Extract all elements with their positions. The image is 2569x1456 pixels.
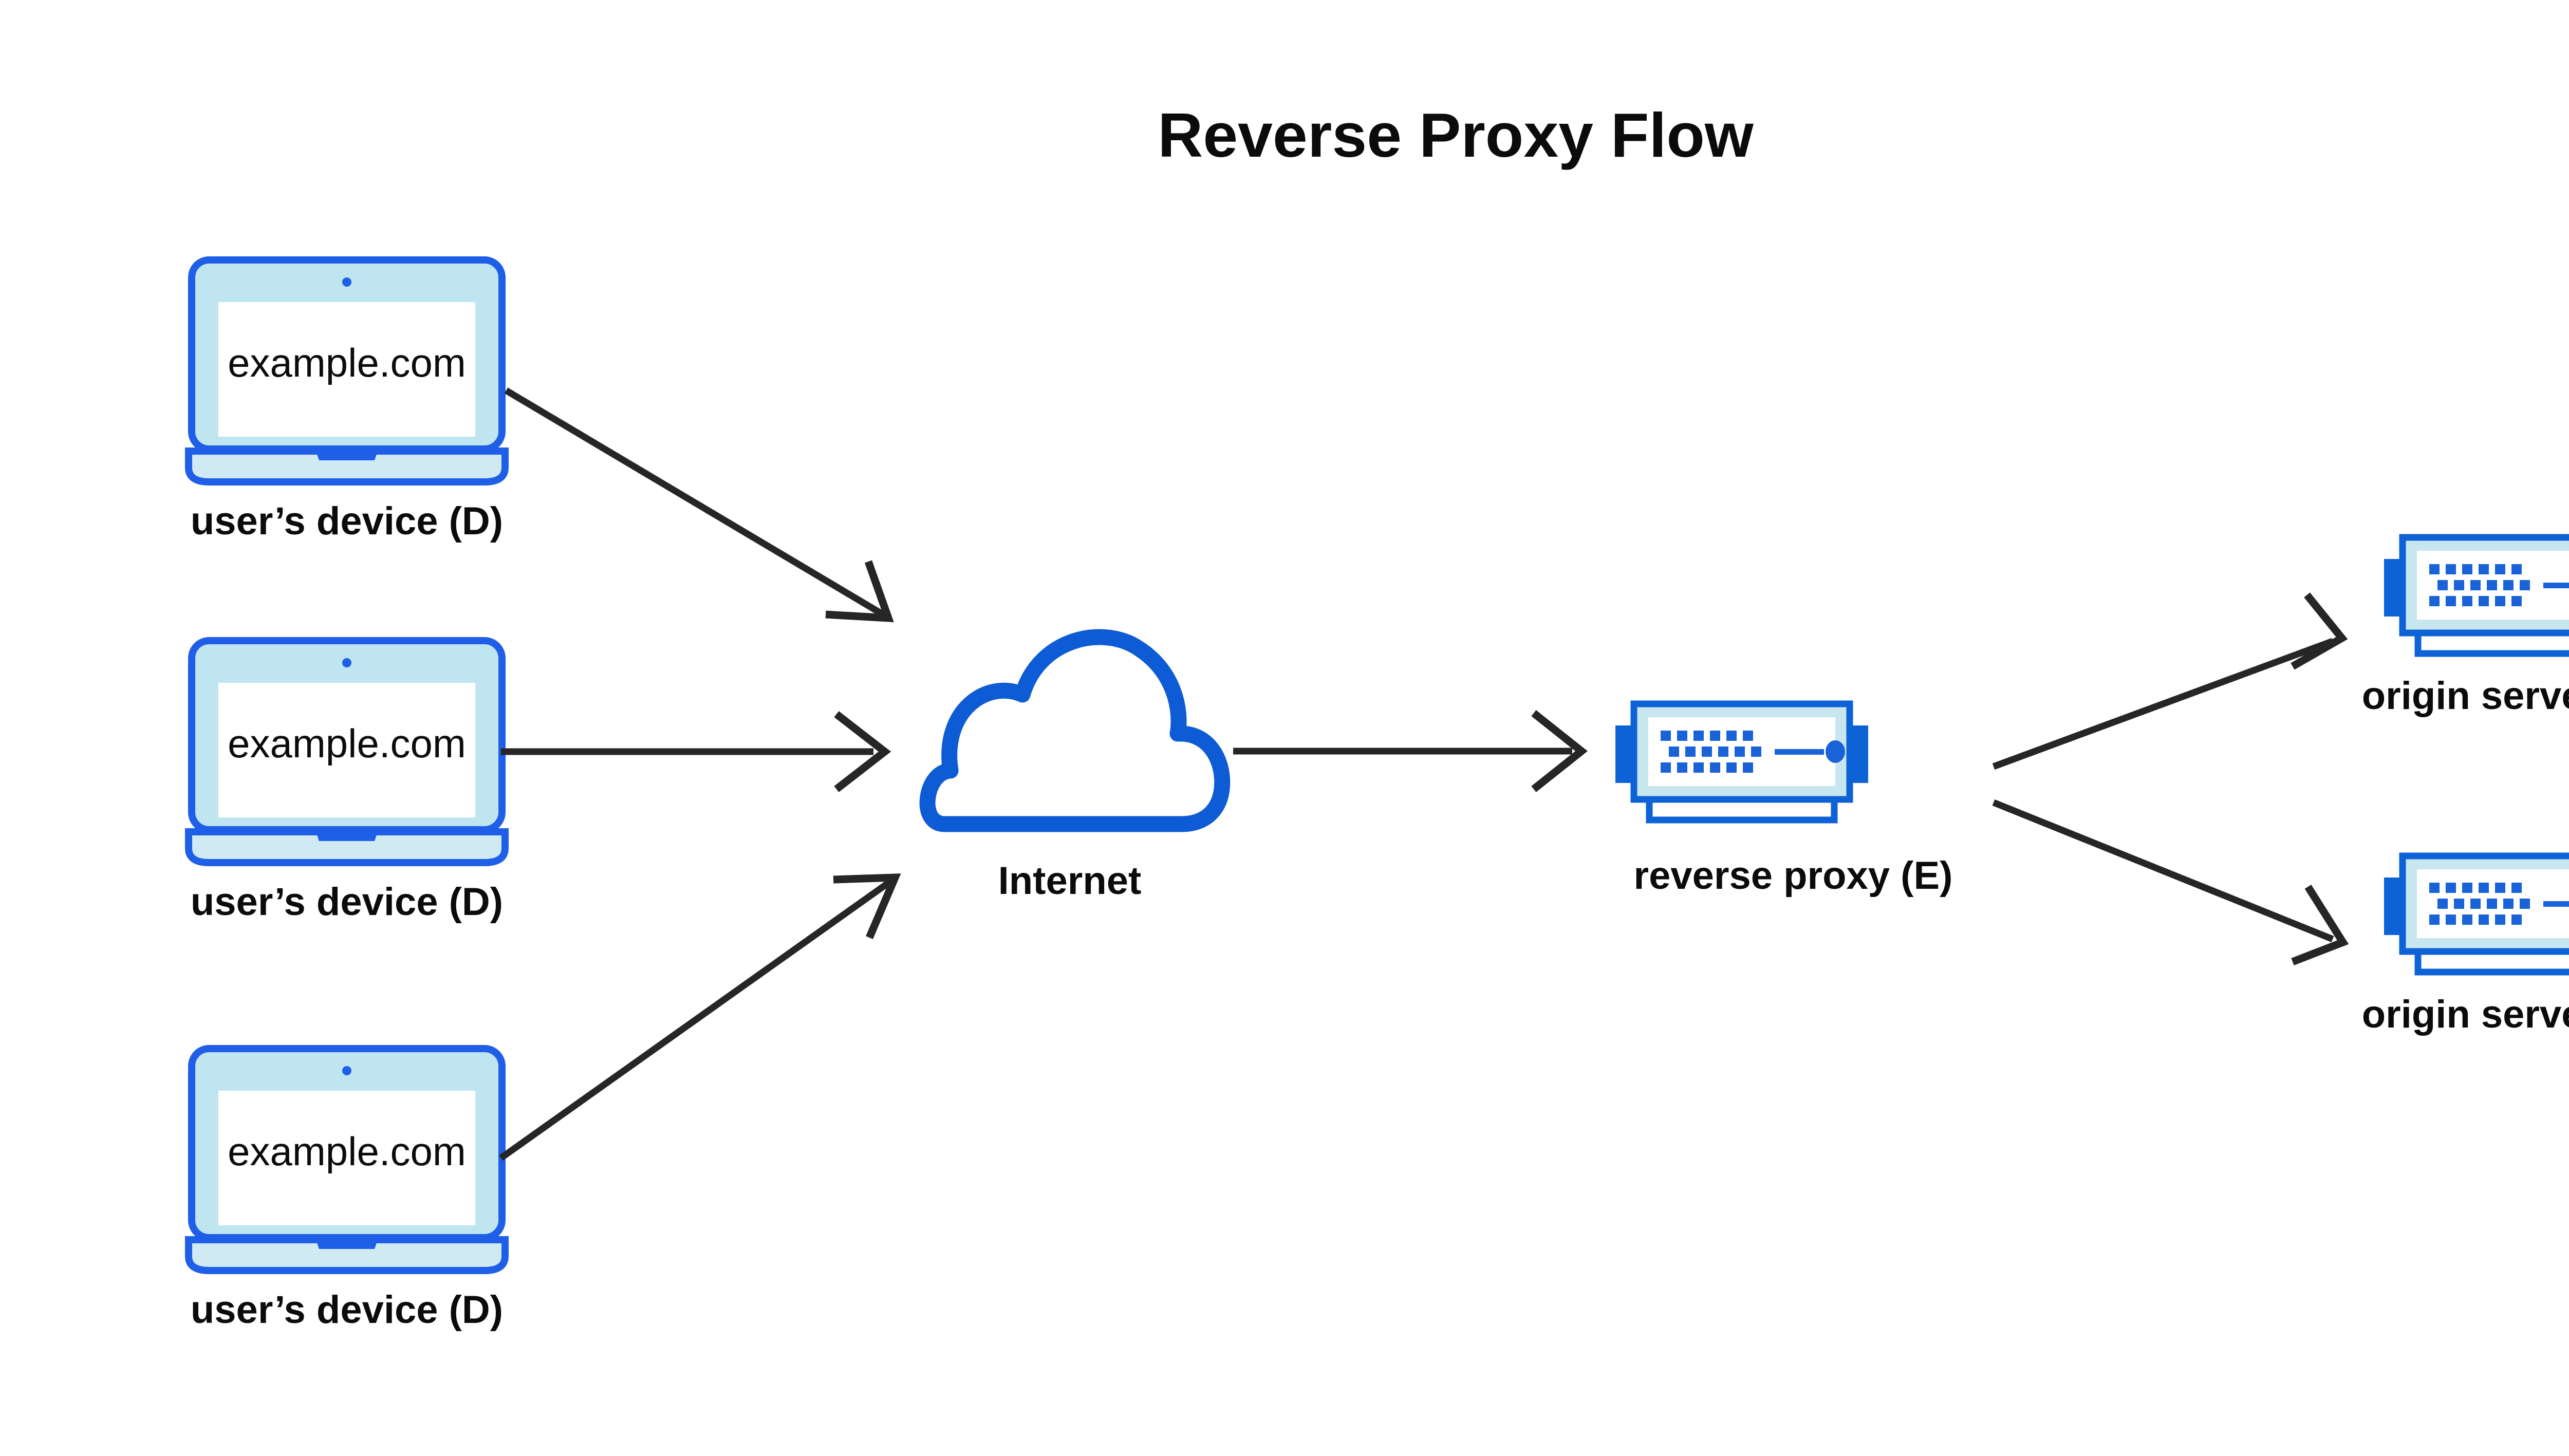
- edge-proxy-to-origin1: [1992, 592, 2348, 770]
- cloud-icon: [919, 629, 1231, 832]
- proxy-label: reverse proxy (E): [1634, 854, 1953, 898]
- edge-internet-to-proxy: [1233, 710, 1588, 792]
- server-icon: [2384, 537, 2569, 654]
- client-label: user’s device (D): [191, 1288, 503, 1332]
- node-client-3[interactable]: example.com user’s device (D): [189, 1049, 505, 1332]
- edge-client1-to-internet: [504, 387, 894, 623]
- client-screen-text: example.com: [228, 340, 466, 385]
- internet-label: Internet: [998, 859, 1142, 903]
- page-title: Reverse Proxy Flow: [1158, 100, 1754, 170]
- node-client-1[interactable]: example.com user’s device (D): [189, 260, 505, 543]
- origin-label: origin server (F): [2362, 674, 2569, 718]
- node-internet[interactable]: Internet: [919, 629, 1231, 903]
- node-origin-2[interactable]: origin server (F): [2362, 856, 2569, 1036]
- client-screen-text: example.com: [228, 1129, 466, 1174]
- server-icon: [1615, 704, 1868, 820]
- client-screen-text: example.com: [228, 721, 466, 766]
- client-label: user’s device (D): [191, 499, 503, 543]
- node-origin-1[interactable]: origin server (F): [2362, 537, 2569, 718]
- node-reverse-proxy[interactable]: reverse proxy (E): [1615, 704, 1953, 898]
- server-icon: [2384, 856, 2569, 972]
- edge-client3-to-internet: [499, 873, 901, 1161]
- node-client-2[interactable]: example.com user’s device (D): [189, 641, 505, 924]
- edge-client2-to-internet: [501, 711, 891, 792]
- origin-label: origin server (F): [2362, 993, 2569, 1036]
- edge-proxy-to-origin2: [1992, 799, 2349, 965]
- client-label: user’s device (D): [191, 880, 503, 924]
